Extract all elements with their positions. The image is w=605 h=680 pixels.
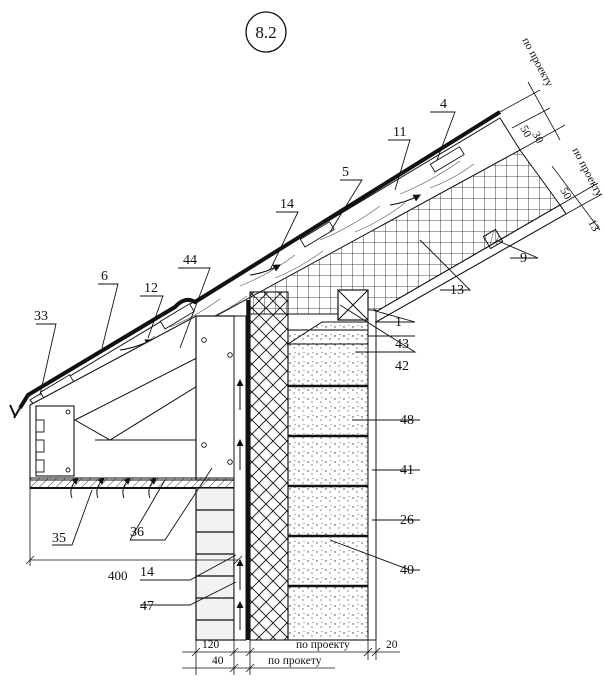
callout-48: 48: [400, 413, 414, 428]
callout-6: 6: [101, 269, 108, 284]
callout-labels: 4 5 11 14 44 12 6 33 9 13 1 43 42 48 41 …: [34, 97, 527, 614]
dim-po-proketu: по прокету: [268, 655, 322, 667]
callout-12: 12: [144, 281, 158, 296]
dim-20: 20: [386, 639, 398, 651]
dim-po-proektu-top: по проекту: [519, 36, 555, 89]
soffit-arrows: [70, 477, 157, 499]
dim-30-top: 30: [529, 130, 545, 146]
callout-40: 40: [400, 563, 414, 578]
callout-43: 43: [395, 337, 409, 352]
callout-35: 35: [52, 531, 66, 546]
dim-50-top: 50: [517, 124, 533, 140]
dim-400: 400: [108, 568, 128, 583]
callout-44: 44: [183, 253, 197, 268]
callout-1: 1: [395, 315, 402, 330]
callout-14-top: 14: [280, 197, 294, 212]
title-badge: 8.2: [245, 11, 287, 53]
callout-42: 42: [395, 359, 409, 374]
dim-50-right: 50: [557, 186, 573, 202]
dim-40: 40: [212, 655, 224, 667]
callout-26: 26: [400, 513, 414, 528]
callout-4: 4: [440, 97, 447, 112]
dim-po-proektu-right: по проекту: [569, 146, 605, 199]
leader-lines: [36, 111, 539, 606]
callout-9: 9: [520, 251, 527, 266]
callout-33: 33: [34, 309, 48, 324]
callout-11: 11: [393, 125, 406, 140]
callout-47: 47: [140, 599, 154, 614]
callout-41: 41: [400, 463, 414, 478]
wall-assembly: [195, 289, 377, 641]
figure-number: 8.2: [255, 23, 276, 42]
callout-13: 13: [450, 283, 464, 298]
callout-14-bottom: 14: [140, 565, 154, 580]
callout-36: 36: [130, 525, 144, 540]
eave-assembly: [29, 315, 239, 499]
dim-120: 120: [202, 639, 220, 651]
dimension-lines: [25, 81, 603, 676]
dim-po-proektu-bottom: по проекту: [296, 639, 350, 651]
callout-5: 5: [342, 165, 349, 180]
dim-13-right: 13: [585, 218, 601, 234]
